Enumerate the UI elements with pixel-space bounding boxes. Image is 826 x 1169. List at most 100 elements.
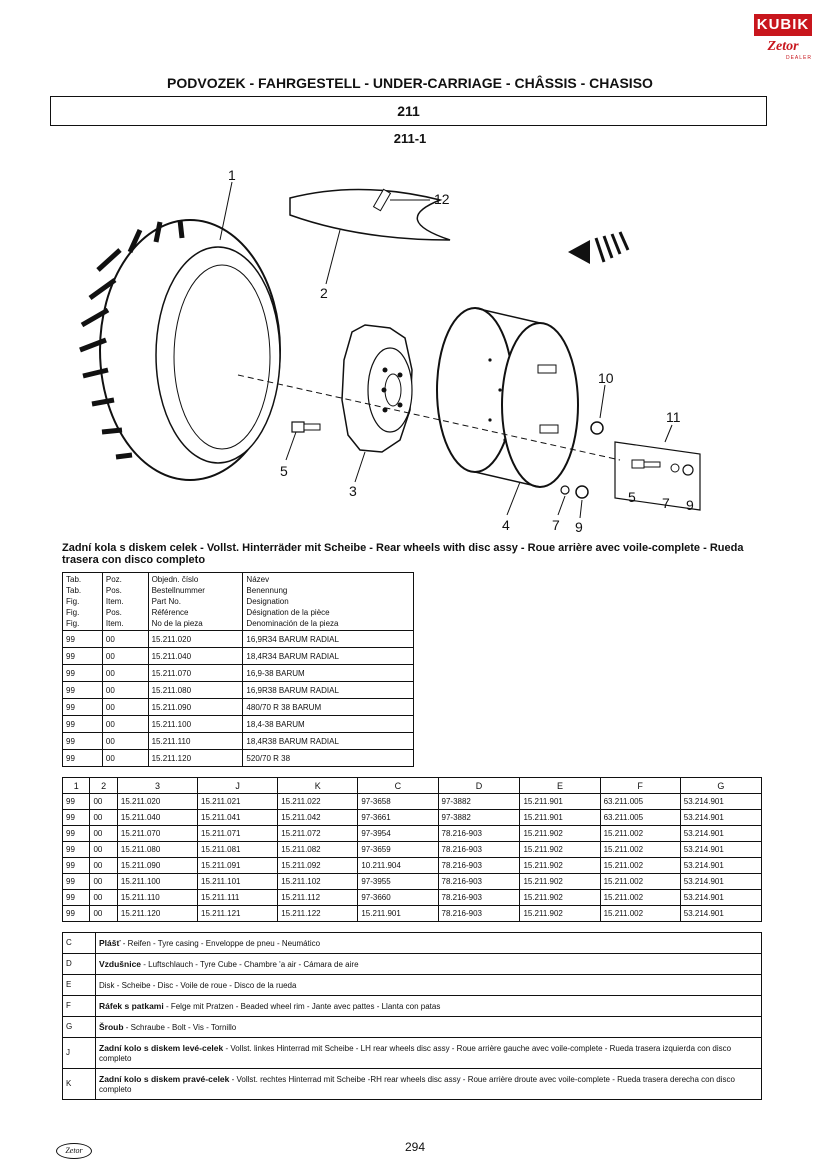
table-cell: 00 — [89, 857, 118, 874]
callout-4: 4 — [502, 517, 510, 533]
legend-description: Zadní kolo s diskem pravé-celek - Vollst… — [95, 1068, 762, 1100]
column-header: 3 — [116, 777, 199, 794]
table-cell: 53.214.901 — [679, 889, 763, 906]
legend-description: Zadní kolo s diskem levé-celek - Vollst.… — [95, 1037, 762, 1069]
legend-description: Plášť - Reifen - Tyre casing - Enveloppe… — [95, 932, 762, 954]
table-cell: 15.211.002 — [599, 873, 681, 890]
table-cell: 15.211.002 — [599, 857, 681, 874]
legend-key: E — [62, 974, 96, 996]
table-cell: 53.214.901 — [679, 825, 763, 842]
table-cell: 15.211.080 — [116, 841, 199, 858]
table-cell: 15.211.102 — [277, 873, 359, 890]
table-cell: 18,4-38 BARUM — [242, 715, 414, 733]
table-cell: 15.211.041 — [197, 809, 279, 826]
table-cell: 97-3954 — [357, 825, 439, 842]
table-cell: 99 — [62, 749, 103, 767]
kubik-zetor-logo: KUBIK Zetor DEALER — [754, 14, 812, 70]
leader-lines — [219, 181, 673, 519]
header-pos: Poz.Pos.Item.Pos.Item. — [101, 572, 149, 631]
legend-translation: - Vollst. rechtes Hinterrad mit Scheibe … — [99, 1074, 735, 1094]
table-cell: 00 — [101, 647, 149, 665]
table-cell: 18,4R34 BARUM RADIAL — [242, 647, 414, 665]
table-cell: 15.211.091 — [197, 857, 279, 874]
table-cell: 53.214.901 — [679, 793, 763, 810]
table-cell: 15.211.112 — [277, 889, 359, 906]
column-header: 1 — [61, 777, 91, 794]
callout-11: 11 — [666, 409, 681, 425]
header-tab: Tab.Tab.Fig.Fig.Fig. — [62, 572, 103, 631]
table-cell: 15.211.100 — [116, 873, 199, 890]
table-cell: 15.211.902 — [519, 889, 601, 906]
column-header: J — [197, 777, 279, 794]
table-cell: 97-3660 — [357, 889, 439, 906]
table-header-row: Tab.Tab.Fig.Fig.Fig. Poz.Pos.Item.Pos.It… — [62, 572, 414, 631]
table-cell: 63.211.005 — [599, 793, 681, 810]
legend-key: F — [62, 995, 96, 1017]
table-cell: 15.211.040 — [147, 647, 244, 665]
callout-9: 9 — [575, 519, 583, 535]
table-cell: 15.211.122 — [277, 905, 359, 922]
table-cell: 15.211.020 — [147, 630, 244, 648]
group-number: 211 — [50, 96, 767, 126]
legend-term: Plášť — [99, 937, 121, 948]
legend-description: Ráfek s patkami - Felge mit Pratzen - Be… — [95, 995, 762, 1017]
table-cell: 00 — [101, 630, 149, 648]
callout-12: 12 — [434, 191, 450, 207]
table-cell: 15.211.901 — [519, 793, 601, 810]
page-title: PODVOZEK - FAHRGESTELL - UNDER-CARRIAGE … — [167, 75, 653, 91]
legend-translation: - Felge mit Pratzen - Beaded wheel rim -… — [163, 1001, 441, 1011]
legend-term: Vzdušnice — [99, 958, 142, 969]
callout-3: 3 — [349, 483, 357, 499]
table-cell: 99 — [61, 857, 91, 874]
table-cell: 15.211.120 — [147, 749, 244, 767]
table-cell: 00 — [89, 873, 118, 890]
table-cell: 97-3661 — [357, 809, 439, 826]
table-cell: 16,9R34 BARUM RADIAL — [242, 630, 414, 648]
table-cell: 97-3659 — [357, 841, 439, 858]
table-cell: 53.214.901 — [679, 809, 763, 826]
callout-7: 7 — [552, 517, 560, 533]
table-cell: 15.211.902 — [519, 905, 601, 922]
parts-list-table: Tab.Tab.Fig.Fig.Fig. Poz.Pos.Item.Pos.It… — [62, 572, 414, 767]
table-cell: 00 — [101, 664, 149, 682]
table-cell: 99 — [61, 905, 91, 922]
callout-1: 1 — [228, 167, 236, 183]
table-cell: 53.214.901 — [679, 857, 763, 874]
table-cell: 15.211.100 — [147, 715, 244, 733]
legend-key: C — [62, 932, 96, 954]
table-cell: 99 — [61, 809, 91, 826]
table-cell: 16,9-38 BARUM — [242, 664, 414, 682]
table-cell: 15.211.020 — [116, 793, 199, 810]
table-cell: 15.211.070 — [116, 825, 199, 842]
column-header: 2 — [89, 777, 118, 794]
disc-drawing — [341, 324, 413, 453]
table-cell: 15.211.110 — [116, 889, 199, 906]
table-cell: 97-3882 — [437, 793, 521, 810]
tyre-casing-drawing — [79, 219, 281, 481]
table-cell: 15.211.902 — [519, 857, 601, 874]
brand-sub: Zetor — [767, 39, 799, 54]
callout-9-kit: 9 — [686, 497, 694, 513]
table-cell: 15.211.121 — [197, 905, 279, 922]
column-header: D — [437, 777, 521, 794]
table-cell: 15.211.070 — [147, 664, 244, 682]
table-cell: 00 — [89, 793, 118, 810]
callout-7-kit: 7 — [662, 495, 670, 511]
table-cell: 78.216-903 — [437, 889, 521, 906]
table-cell: 00 — [89, 905, 118, 922]
table-cell: 78.216-903 — [437, 841, 521, 858]
callout-5: 5 — [280, 463, 288, 479]
table-cell: 00 — [101, 698, 149, 716]
